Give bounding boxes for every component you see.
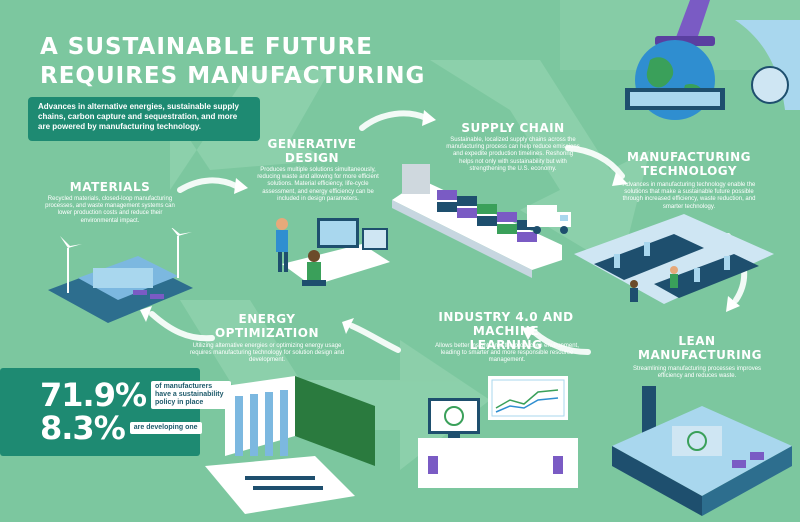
page-title: A SUSTAINABLE FUTURE REQUIRES MANUFACTUR… <box>40 34 426 89</box>
supply-chain-heading: SUPPLY CHAIN <box>461 121 565 135</box>
materials-body: Recycled materials, closed-loop manufact… <box>45 196 175 224</box>
recycle-icon <box>444 406 464 426</box>
industry-40-body: Allows better insights into the producti… <box>435 343 579 364</box>
stat-row: 8.3% are developing one <box>40 411 202 445</box>
stat-row: 71.9% of manufacturers have a sustainabi… <box>40 376 232 414</box>
intro-box: Advances in alternative energies, sustai… <box>28 97 260 141</box>
materials-heading: MATERIALS <box>69 180 151 194</box>
designer-workstation <box>276 218 390 286</box>
intro-text: Advances in alternative energies, sustai… <box>38 102 239 131</box>
dam-icon <box>205 376 375 514</box>
industry-40-heading: INDUSTRY 4.0 AND MACHINE LEARNING <box>438 310 574 352</box>
wind-turbine-factory <box>48 228 193 323</box>
analytics-station <box>418 376 578 488</box>
stat-label: of manufacturers have a sustainability p… <box>151 381 232 409</box>
manufacturing-technology-heading: MANUFACTURING TECHNOLOGY <box>627 150 751 178</box>
factory-icon <box>612 386 792 516</box>
generative-design-body: Produces multiple solutions simultaneous… <box>257 167 379 202</box>
stat-value: 8.3% <box>40 409 126 447</box>
energy-optimization-heading: ENERGY OPTIMIZATION <box>214 312 319 340</box>
generative-design-heading: GENERATIVE DESIGN <box>267 137 357 165</box>
stat-label: are developing one <box>129 422 202 434</box>
lean-manufacturing-body: Streamlining manufacturing processes imp… <box>632 366 762 380</box>
robot-arm-globe <box>625 0 800 120</box>
manufacturing-technology-body: Advances in manufacturing technology ena… <box>622 182 756 210</box>
supply-chain-body: Sustainable, localized supply chains acr… <box>446 137 580 172</box>
truck-icon <box>527 205 571 234</box>
lean-manufacturing-heading: LEAN MANUFACTURING <box>638 334 762 362</box>
cargo-ship-icon <box>392 164 571 278</box>
energy-optimization-body: Utilizing alternative energies or optimi… <box>189 343 345 364</box>
stat-value: 71.9% <box>40 376 147 414</box>
conveyor-icon <box>574 214 774 304</box>
